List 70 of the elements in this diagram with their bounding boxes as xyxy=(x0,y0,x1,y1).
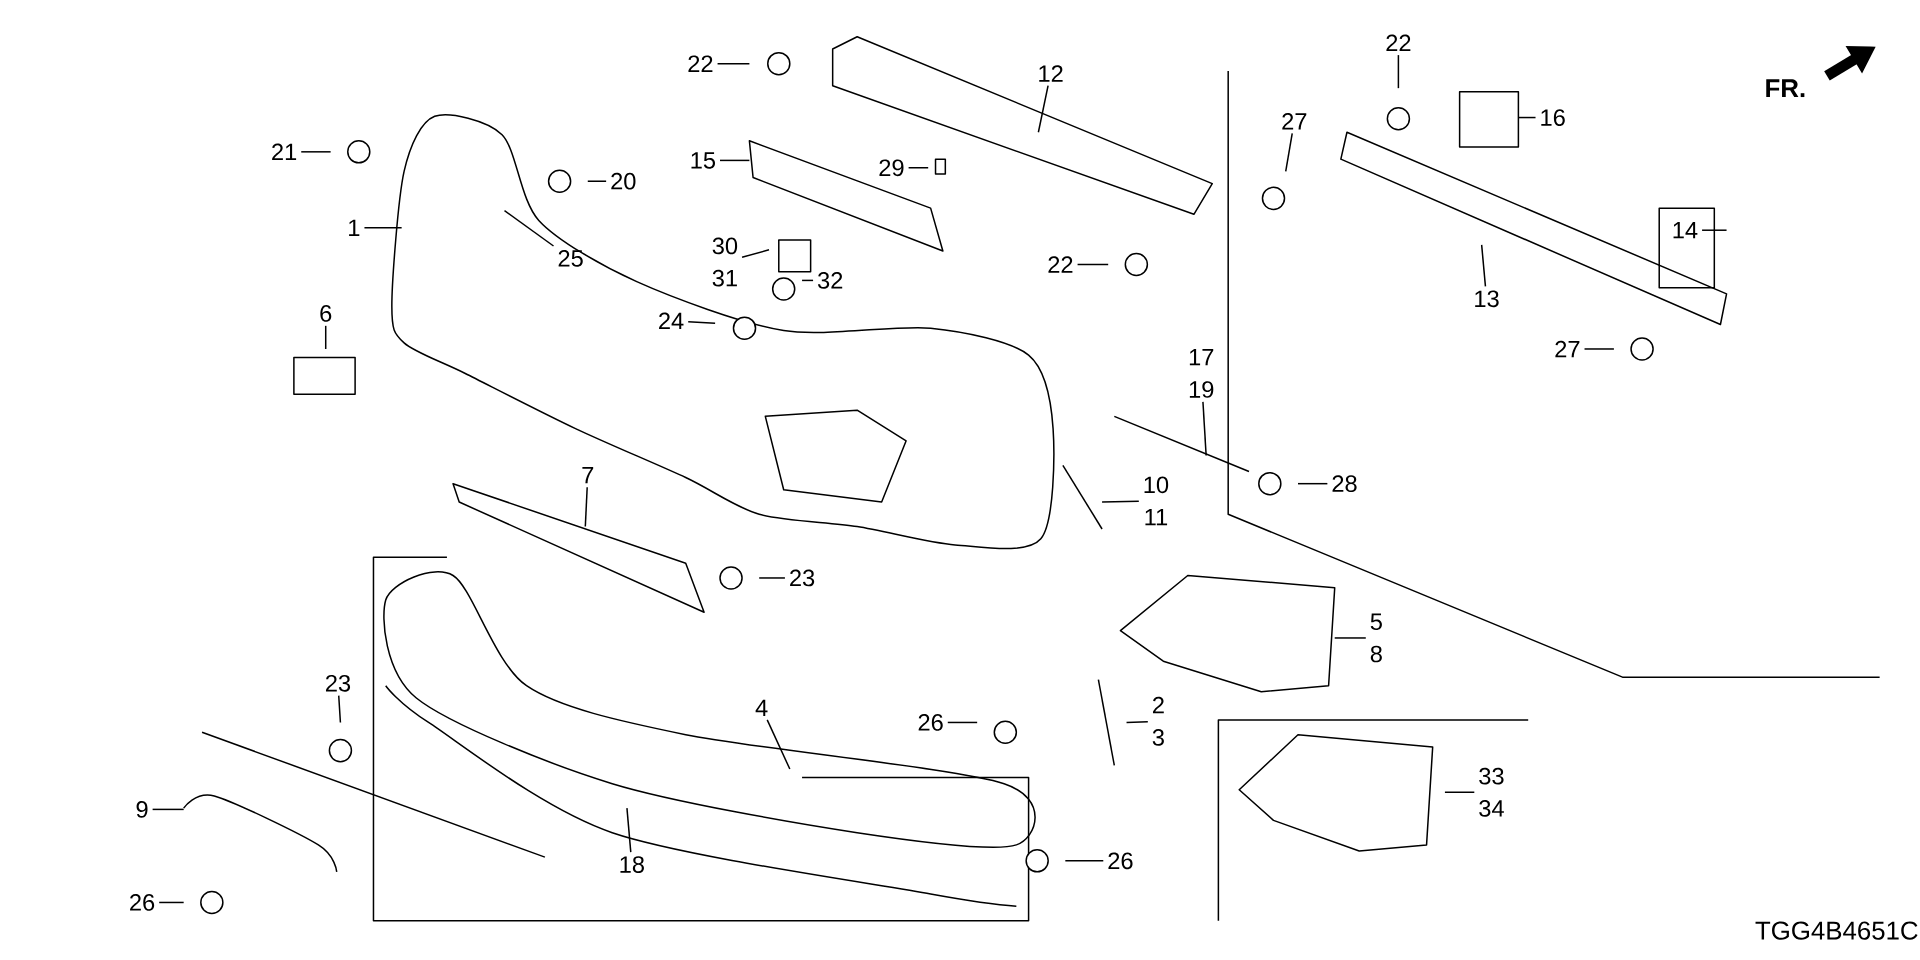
callout-number: 22 xyxy=(1386,34,1411,52)
callout-number: 4 xyxy=(755,699,768,716)
callout-number: 22 xyxy=(688,55,713,72)
leader-line xyxy=(1397,54,1400,89)
leader-line xyxy=(1444,791,1476,793)
leader-line xyxy=(1125,720,1149,724)
leader-line xyxy=(1583,348,1615,350)
callout-number: 25 xyxy=(558,250,583,267)
leader-line xyxy=(766,719,791,770)
leader-line xyxy=(1037,84,1049,133)
leader-line xyxy=(626,807,632,853)
leader-line xyxy=(907,167,929,169)
callout-number: 20 xyxy=(611,172,636,190)
callout-number: 10 11 xyxy=(1144,476,1169,526)
leader-line xyxy=(947,721,978,724)
callout-number: 26 xyxy=(1108,852,1133,870)
leader-line xyxy=(741,249,770,259)
leader-line xyxy=(363,227,403,229)
callout-number: 13 xyxy=(1475,290,1499,308)
leader-line xyxy=(758,577,786,579)
callout-number: 23 xyxy=(326,674,351,692)
leader-line xyxy=(1202,401,1207,457)
callout-number: 15 xyxy=(691,152,715,169)
leader-line xyxy=(1517,116,1537,119)
callout-number: 28 xyxy=(1332,475,1357,493)
leader-line xyxy=(151,808,185,811)
leader-line xyxy=(1101,500,1140,503)
callout-number: 22 xyxy=(1048,256,1073,273)
leader-line xyxy=(1701,229,1728,231)
callout-number: 6 xyxy=(320,305,332,322)
callout-number: 27 xyxy=(1282,113,1307,130)
leader-line xyxy=(801,279,814,282)
callout-number: 16 xyxy=(1541,109,1565,126)
leader-line xyxy=(1297,482,1329,485)
callout-number: 26 xyxy=(918,714,943,731)
leader-line xyxy=(324,325,327,350)
leader-line xyxy=(587,180,607,182)
direction-label: FR. xyxy=(1766,79,1805,98)
callout-number: 18 xyxy=(620,856,644,873)
callout-number: 2 3 xyxy=(1152,696,1164,746)
callout-number: 29 xyxy=(879,159,904,177)
callout-number: 9 xyxy=(136,801,148,818)
callout-number: 33 34 xyxy=(1479,767,1504,817)
leader-line xyxy=(1076,263,1109,266)
leader-line xyxy=(1333,637,1367,639)
callout-number: 30 31 xyxy=(712,237,738,287)
callout-number: 27 xyxy=(1555,340,1580,358)
callout-number: 5 8 xyxy=(1370,613,1382,663)
drawing-code: TGG4B4651C xyxy=(1755,921,1918,940)
leader-line xyxy=(1064,860,1105,862)
leader-line xyxy=(158,901,185,904)
leader-line xyxy=(687,321,716,324)
callout-number: 14 xyxy=(1673,222,1698,239)
leader-line xyxy=(719,159,751,162)
leader-line xyxy=(1480,244,1487,288)
leader-line xyxy=(584,486,588,528)
callout-number: 17 19 xyxy=(1189,349,1214,398)
callout-number: 1 xyxy=(349,219,360,236)
leader-line xyxy=(716,62,751,65)
callout-number: 24 xyxy=(659,312,684,330)
callout-number: 7 xyxy=(582,467,594,484)
callout-number: 23 xyxy=(790,569,815,587)
leader-line xyxy=(300,151,332,153)
leader-line xyxy=(1284,132,1293,173)
callout-number: 21 xyxy=(272,143,297,161)
leader-line xyxy=(338,694,342,724)
callout-number: 32 xyxy=(817,272,843,289)
leader-line xyxy=(503,209,555,247)
callout-number: 12 xyxy=(1039,65,1063,82)
callout-number: 26 xyxy=(130,894,155,911)
